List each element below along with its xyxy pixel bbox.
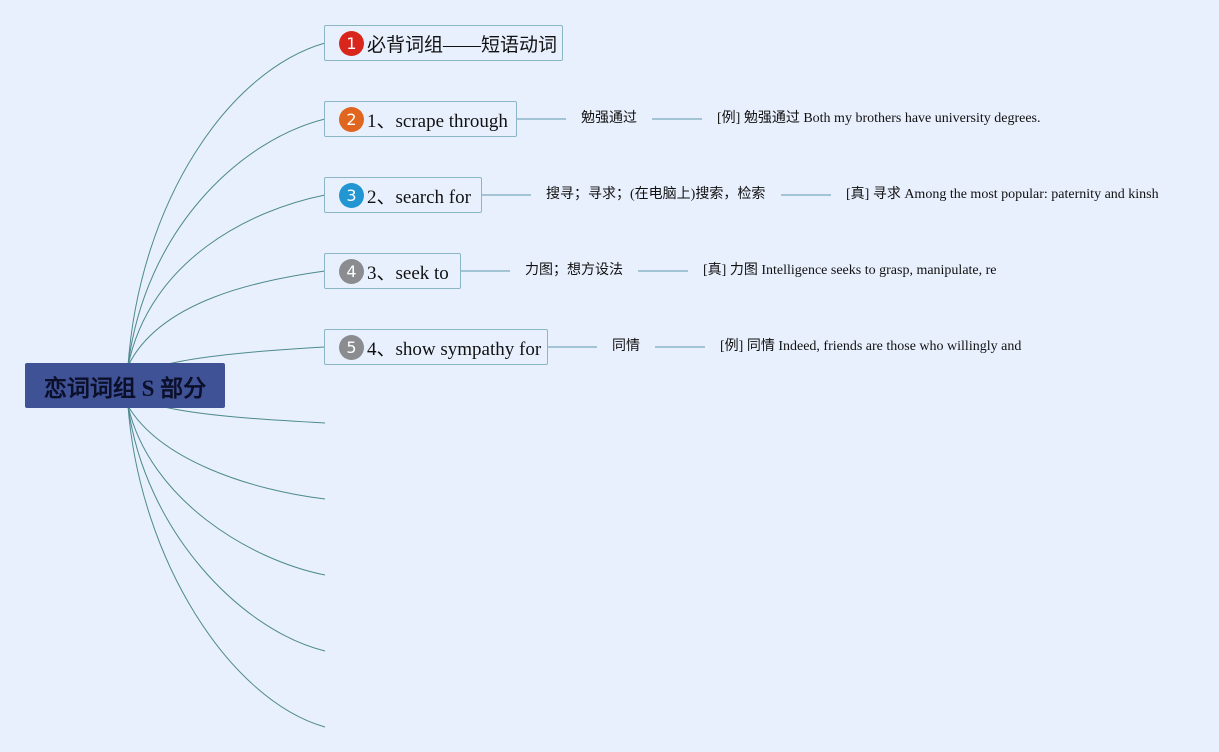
topic-node-5[interactable]: 5 4、show sympathy for — [324, 329, 548, 365]
link-root-empty-4 — [127, 405, 326, 652]
link-root-branch-4 — [127, 270, 326, 367]
topic-label-2: 1、scrape through — [367, 110, 508, 132]
topic-label-1: 必背词组——短语动词 — [367, 34, 558, 56]
root-topic-label: 恋词词组 S 部分 — [43, 375, 207, 401]
topic-node-2[interactable]: 2 1、scrape through — [324, 101, 517, 137]
link-root-branch-5 — [159, 346, 326, 367]
topic-label-5: 4、show sympathy for — [367, 338, 542, 360]
meaning-leaf-3[interactable]: 搜寻；寻求；(在电脑上)搜索，检索 — [546, 187, 766, 202]
topic-node-1[interactable]: 1 必背词组——短语动词 — [324, 25, 563, 61]
priority-2-icon: 2 — [339, 106, 364, 132]
priority-4-icon: 4 — [339, 258, 364, 284]
topic-node-3[interactable]: 3 2、search for — [324, 177, 482, 213]
root-topic[interactable]: 恋词词组 S 部分 — [25, 363, 225, 408]
link-root-empty-2 — [127, 405, 326, 500]
priority-5-icon: 5 — [339, 334, 364, 360]
topic-label-4: 3、seek to — [367, 262, 449, 284]
link-root-empty-3 — [127, 405, 326, 576]
priority-3-icon: 3 — [339, 182, 364, 208]
priority-1-icon: 1 — [339, 30, 364, 56]
meaning-leaf-4[interactable]: 力图；想方设法 — [525, 263, 623, 278]
example-leaf-4[interactable]: [真] 力图 Intelligence seeks to grasp, mani… — [703, 263, 997, 278]
link-root-branch-3 — [127, 194, 326, 367]
link-root-empty-5 — [127, 405, 326, 728]
topic-node-4[interactable]: 4 3、seek to — [324, 253, 461, 289]
link-root-branch-2 — [127, 118, 326, 367]
topic-label-3: 2、search for — [367, 186, 471, 208]
meaning-leaf-5[interactable]: 同情 — [612, 339, 640, 354]
link-root-branch-1 — [127, 42, 326, 367]
example-leaf-5[interactable]: [例] 同情 Indeed, friends are those who wil… — [720, 339, 1022, 354]
link-root-empty-1 — [159, 405, 326, 424]
example-leaf-2[interactable]: [例] 勉强通过 Both my brothers have universit… — [717, 111, 1041, 126]
example-leaf-3[interactable]: [真] 寻求 Among the most popular: paternity… — [846, 187, 1159, 202]
meaning-leaf-2[interactable]: 勉强通过 — [581, 111, 637, 126]
